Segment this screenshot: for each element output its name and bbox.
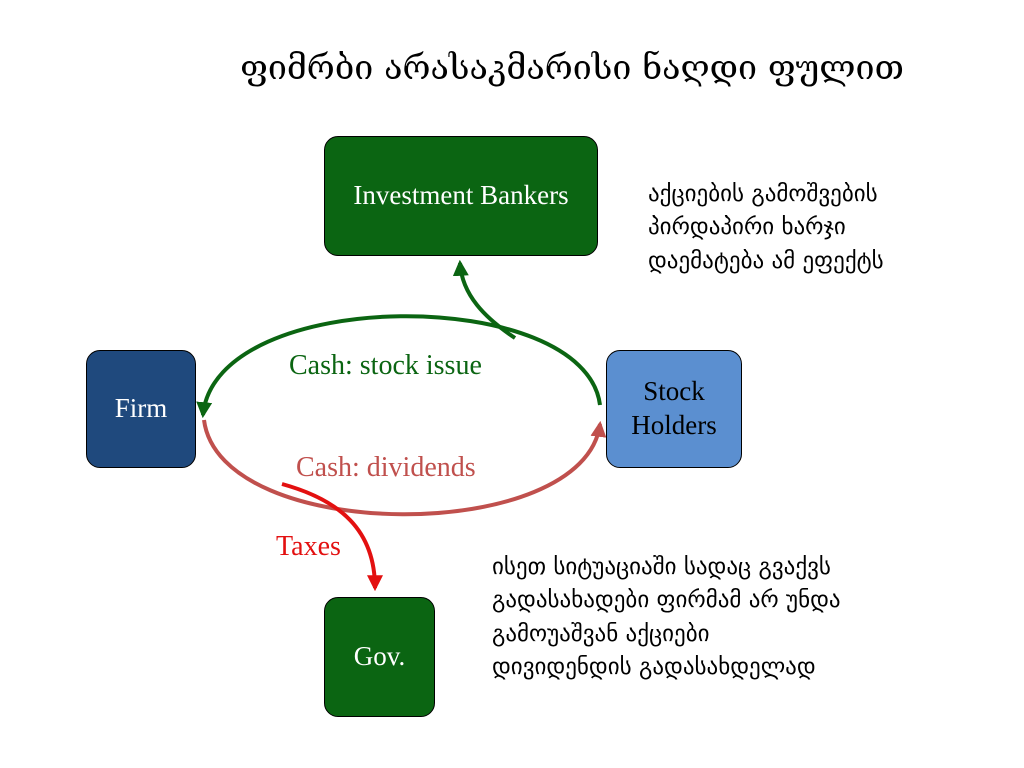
issue-cost-arrow <box>452 259 517 340</box>
firm-node: Firm <box>86 350 196 468</box>
dividends-label: Cash: dividends <box>296 452 476 483</box>
dividends-arrow <box>202 419 607 517</box>
stock-holders-node: Stock Holders <box>606 350 742 468</box>
taxes-label: Taxes <box>276 531 341 562</box>
gov-node: Gov. <box>324 597 435 717</box>
investment-bankers-node: Investment Bankers <box>324 136 598 256</box>
slide-title: ფიმრბი არასაკმარისი ნაღდი ფულით <box>240 48 904 88</box>
taxes-arrow <box>281 482 383 592</box>
stock-issue-arrow <box>196 314 602 419</box>
taxes-note: ისეთ სიტუაციაში სადაც გვაქვს გადასახადებ… <box>492 554 841 681</box>
issue-cost-note: აქციების გამოშვების პირდაპირი ხარჯი დაემ… <box>648 181 884 274</box>
stock-issue-label: Cash: stock issue <box>289 350 482 381</box>
